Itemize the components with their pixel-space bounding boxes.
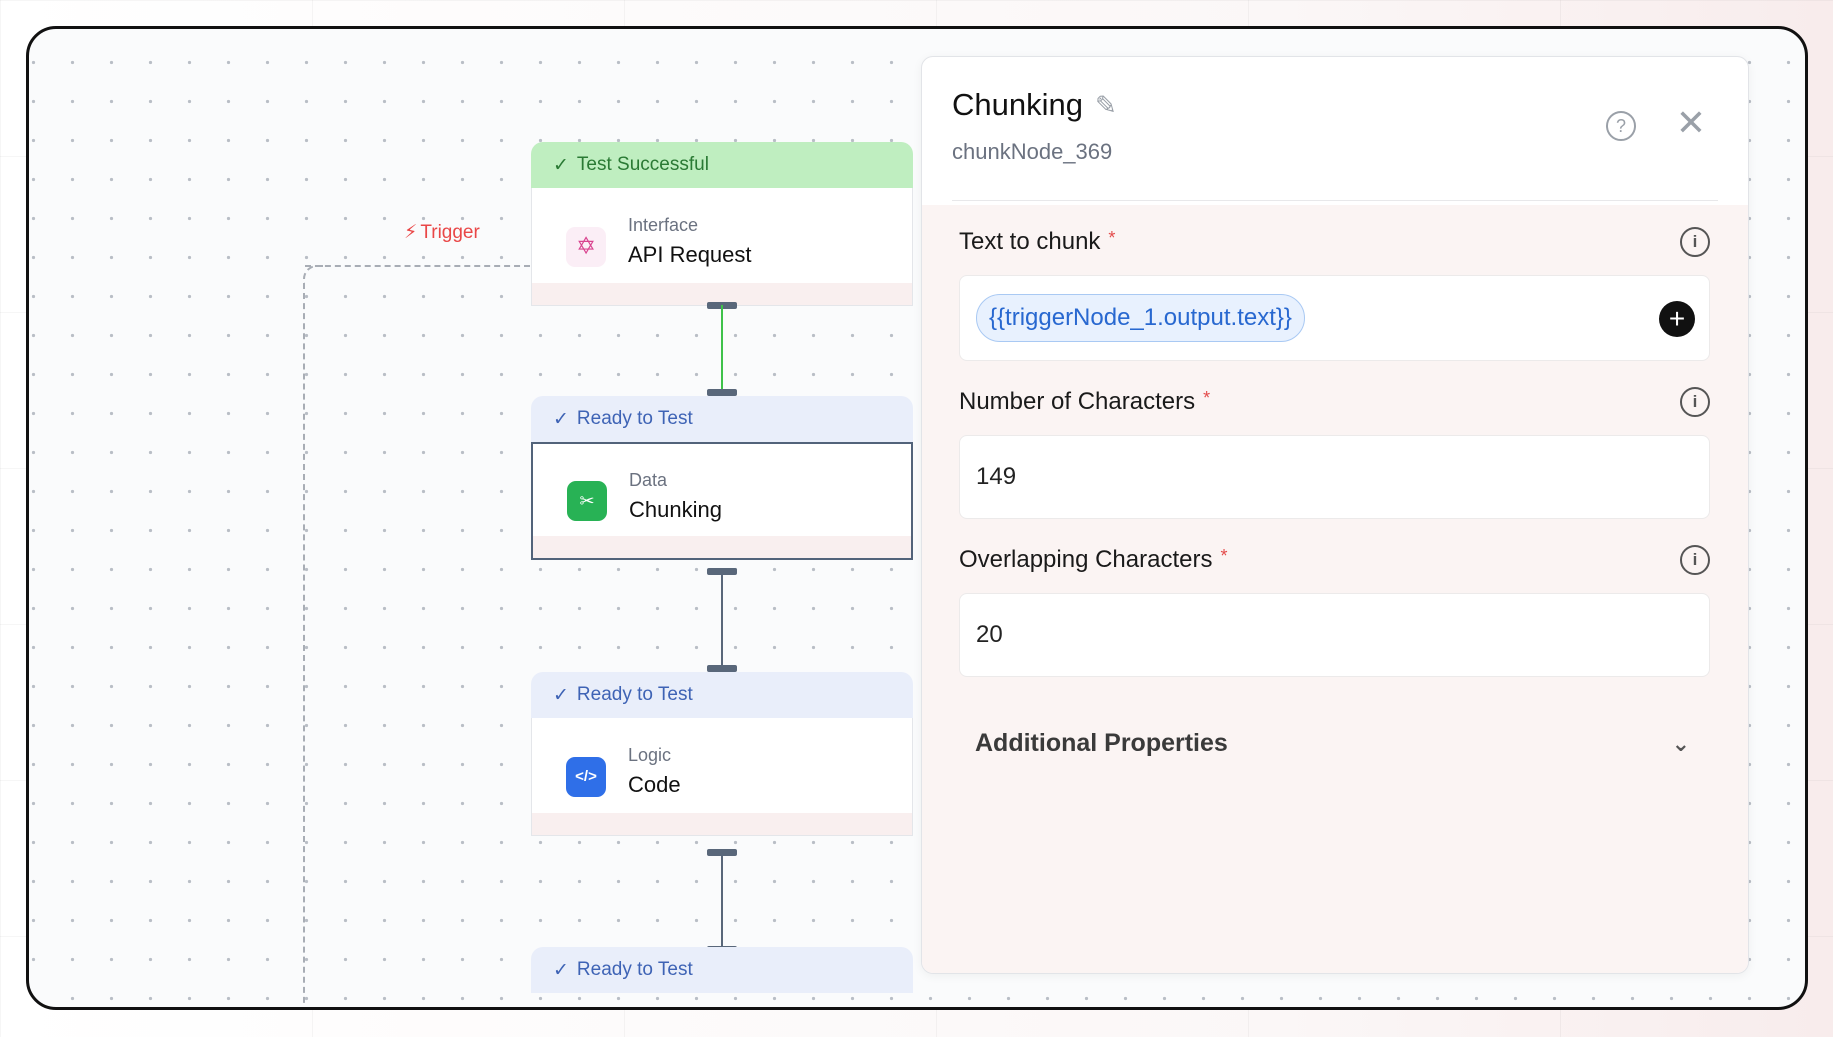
trigger-edge-vertical	[303, 283, 305, 1007]
node-kind: Interface	[628, 215, 699, 235]
field-label-text: Overlapping Characters	[959, 546, 1213, 573]
connector-edge	[721, 305, 723, 389]
connector-handle-bottom[interactable]	[707, 665, 737, 672]
additional-properties-toggle[interactable]: Additional Properties ⌄	[959, 729, 1710, 758]
input-value: 20	[976, 621, 1003, 648]
node-code[interactable]: ✓ Ready to Test </> Logic Code	[531, 672, 913, 836]
node-card[interactable]: </> Logic Code	[531, 718, 913, 836]
field-label-wrapper: Text to chunk *	[959, 228, 1115, 256]
variable-chip[interactable]: {{triggerNode_1.output.text}}	[976, 294, 1305, 342]
additional-properties-label: Additional Properties	[975, 729, 1228, 757]
connector-edge	[721, 852, 723, 946]
trigger-label: ⚡ Trigger	[404, 221, 480, 244]
trigger-edge-corner	[303, 265, 323, 285]
node-kind: Logic	[628, 745, 672, 765]
node-title: API Request	[628, 242, 752, 267]
node-status-text: Ready to Test	[576, 684, 693, 705]
node-footer	[532, 813, 912, 835]
node-title: Chunking	[629, 496, 722, 522]
info-icon[interactable]: i	[1680, 545, 1710, 575]
node-footer	[533, 536, 911, 558]
app-frame: ⚡ Trigger ✓ Test Successful ✡ Interface …	[26, 26, 1808, 1010]
field-label-text-to-chunk: Text to chunk * i	[959, 227, 1710, 257]
help-icon[interactable]: ?	[1606, 111, 1636, 141]
lightning-icon: ⚡	[404, 222, 418, 243]
input-value: 149	[976, 463, 1017, 490]
node-config-panel: Chunking ✎ chunkNode_369 ? ✕ Text to chu…	[921, 56, 1749, 974]
node-card[interactable]: ✡ Interface API Request	[531, 188, 913, 306]
number-of-characters-input[interactable]: 149	[959, 435, 1710, 519]
api-request-icon: ✡	[566, 226, 606, 267]
field-label-text: Text to chunk	[959, 228, 1101, 255]
info-icon[interactable]: i	[1680, 387, 1710, 417]
node-status-text: Ready to Test	[576, 408, 693, 429]
panel-divider	[952, 200, 1718, 201]
trigger-label-text: Trigger	[420, 221, 480, 243]
node-status-text: Test Successful	[576, 154, 709, 175]
code-icon: </>	[566, 756, 606, 797]
connector-handle-bottom[interactable]	[707, 389, 737, 396]
node-text: Logic Code	[628, 745, 681, 798]
node-status-badge: ✓ Test Successful	[531, 142, 913, 188]
trigger-edge	[305, 265, 530, 267]
node-id-label: chunkNode_369	[952, 139, 1113, 164]
edit-pencil-icon[interactable]: ✎	[1094, 89, 1117, 120]
panel-title: Chunking ✎	[952, 87, 1718, 123]
node-footer	[532, 283, 912, 305]
chunking-icon: ✂	[567, 481, 607, 521]
field-label-wrapper: Number of Characters *	[959, 388, 1210, 416]
check-icon: ✓	[553, 408, 569, 430]
node-card[interactable]: ✂ Data Chunking	[531, 442, 913, 560]
node-status-badge: ✓ Ready to Test	[531, 396, 913, 442]
field-label-text: Number of Characters	[959, 388, 1196, 415]
required-asterisk: *	[1203, 388, 1211, 408]
node-chunking[interactable]: ✓ Ready to Test ✂ Data Chunking	[531, 396, 913, 560]
check-icon: ✓	[553, 959, 569, 981]
check-icon: ✓	[553, 684, 569, 706]
node-text: Data Chunking	[629, 470, 722, 523]
close-icon[interactable]: ✕	[1675, 102, 1706, 143]
panel-title-text: Chunking	[952, 87, 1083, 122]
chevron-down-icon: ⌄	[1671, 730, 1690, 756]
node-status-badge: ✓ Ready to Test	[531, 672, 913, 718]
node-next[interactable]: ✓ Ready to Test	[531, 947, 913, 993]
text-to-chunk-input[interactable]: {{triggerNode_1.output.text}} +	[959, 275, 1710, 361]
node-text: Interface API Request	[628, 215, 752, 268]
info-icon[interactable]: i	[1680, 227, 1710, 257]
check-icon: ✓	[553, 154, 569, 176]
node-api-request[interactable]: ✓ Test Successful ✡ Interface API Reques…	[531, 142, 913, 306]
node-status-badge: ✓ Ready to Test	[531, 947, 913, 993]
node-title: Code	[628, 772, 681, 797]
required-asterisk: *	[1108, 228, 1116, 248]
node-status-text: Ready to Test	[576, 959, 693, 980]
overlapping-characters-input[interactable]: 20	[959, 593, 1710, 677]
panel-header: Chunking ✎ chunkNode_369 ? ✕	[922, 57, 1748, 201]
node-kind: Data	[629, 469, 668, 490]
connector-edge	[721, 571, 723, 665]
add-variable-plus-icon[interactable]: +	[1659, 301, 1695, 337]
field-label-wrapper: Overlapping Characters *	[959, 546, 1227, 574]
required-asterisk: *	[1220, 546, 1228, 566]
panel-body: Text to chunk * i {{triggerNode_1.output.…	[922, 205, 1748, 973]
field-label-number-of-characters: Number of Characters * i	[959, 387, 1710, 417]
field-label-overlapping-characters: Overlapping Characters * i	[959, 545, 1710, 575]
